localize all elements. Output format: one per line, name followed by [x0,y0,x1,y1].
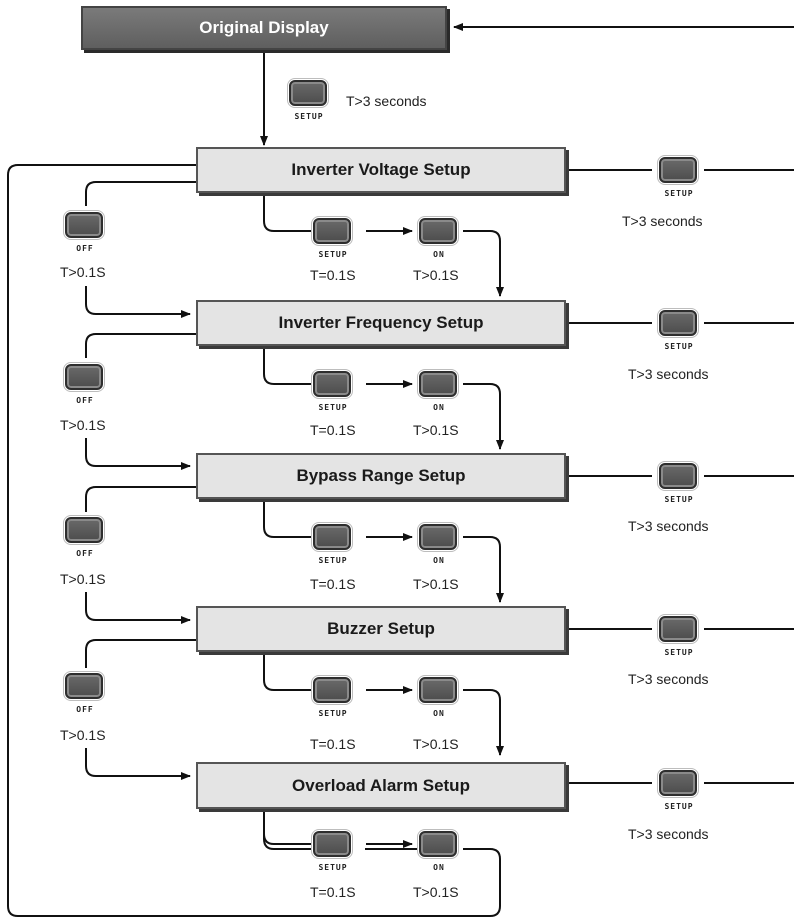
key-label: SETUP [294,112,324,121]
exit-setup-key: SETUP [657,614,700,662]
setup-key-enter: SETUP [287,78,330,126]
setup-key: SETUP [311,216,354,264]
on-key: ON [417,369,460,417]
on-press-timing: T>0.1S [413,422,459,438]
outer-loop [7,164,501,917]
overload-alarm-setup-box: Overload Alarm Setup [196,762,566,809]
exit-timing: T>3 seconds [628,826,709,842]
setup-press-timing: T=0.1S [310,576,356,592]
key-label: SETUP [318,556,348,565]
key-label: OFF [76,549,94,558]
key-cap [417,829,459,859]
on-press-timing: T>0.1S [413,884,459,900]
off-key: OFF [63,671,106,719]
key-label: ON [433,863,445,872]
inverter-frequency-setup-box: Inverter Frequency Setup [196,300,566,346]
key-label: OFF [76,396,94,405]
on-press-timing: T>0.1S [413,736,459,752]
exit-timing: T>3 seconds [622,213,703,229]
setup-press-timing: T=0.1S [310,736,356,752]
setup-key: SETUP [311,675,354,723]
key-cap [417,216,459,246]
bypass-range-setup-box: Bypass Range Setup [196,453,566,499]
key-cap [417,369,459,399]
setup-key: SETUP [311,522,354,570]
inverter-voltage-setup-box: Inverter Voltage Setup [196,147,566,193]
setup-box-label: Buzzer Setup [327,619,435,638]
key-cap [657,155,699,185]
on-press-timing: T>0.1S [413,267,459,283]
key-cap [657,614,699,644]
on-press-timing: T>0.1S [413,576,459,592]
setup-press-timing: T=0.1S [310,422,356,438]
key-cap [287,78,329,108]
exit-timing: T>3 seconds [628,366,709,382]
setup-key: SETUP [311,829,354,877]
key-cap [311,675,353,705]
key-cap [657,461,699,491]
original-display-label: Original Display [199,18,329,37]
key-cap [63,362,105,392]
key-cap [63,671,105,701]
exit-timing: T>3 seconds [628,518,709,534]
key-cap [311,522,353,552]
exit-timing: T>3 seconds [628,671,709,687]
setup-key: SETUP [311,369,354,417]
key-cap [417,522,459,552]
setup-box-label: Inverter Frequency Setup [278,313,484,332]
key-label: OFF [76,244,94,253]
key-label: ON [433,556,445,565]
on-key: ON [417,522,460,570]
exit-setup-key: SETUP [657,461,700,509]
key-label: ON [433,403,445,412]
key-cap [417,675,459,705]
setup-box-label: Bypass Range Setup [296,466,466,485]
off-key: OFF [63,210,106,258]
key-cap [657,308,699,338]
setup-box-label: Inverter Voltage Setup [291,160,471,179]
key-label: SETUP [664,189,694,198]
key-cap [657,768,699,798]
exit-setup-key: SETUP [657,768,700,816]
exit-setup-key: SETUP [657,308,700,356]
off-press-timing: T>0.1S [60,417,106,433]
exit-setup-key: SETUP [657,155,700,203]
on-key: ON [417,675,460,723]
key-label: SETUP [318,403,348,412]
key-label: SETUP [664,802,694,811]
off-key: OFF [63,515,106,563]
on-key: ON [417,216,460,264]
buzzer-setup-box: Buzzer Setup [196,606,566,652]
key-label: SETUP [664,495,694,504]
key-cap [311,829,353,859]
off-press-timing: T>0.1S [60,264,106,280]
setup-box-label: Overload Alarm Setup [292,775,470,795]
key-cap [63,515,105,545]
key-label: OFF [76,705,94,714]
key-label: SETUP [318,709,348,718]
off-press-timing: T>0.1S [60,727,106,743]
key-label: SETUP [318,250,348,259]
key-label: SETUP [318,863,348,872]
key-label: SETUP [664,648,694,657]
enter-timing: T>3 seconds [346,93,427,109]
off-press-timing: T>0.1S [60,571,106,587]
on-key: ON [417,829,460,877]
key-label: ON [433,250,445,259]
off-key: OFF [63,362,106,410]
original-display-box: Original Display [81,6,447,50]
key-label: SETUP [664,342,694,351]
key-cap [63,210,105,240]
key-label: ON [433,709,445,718]
setup-press-timing: T=0.1S [310,267,356,283]
key-cap [311,369,353,399]
key-cap [311,216,353,246]
setup-press-timing: T=0.1S [310,884,356,900]
